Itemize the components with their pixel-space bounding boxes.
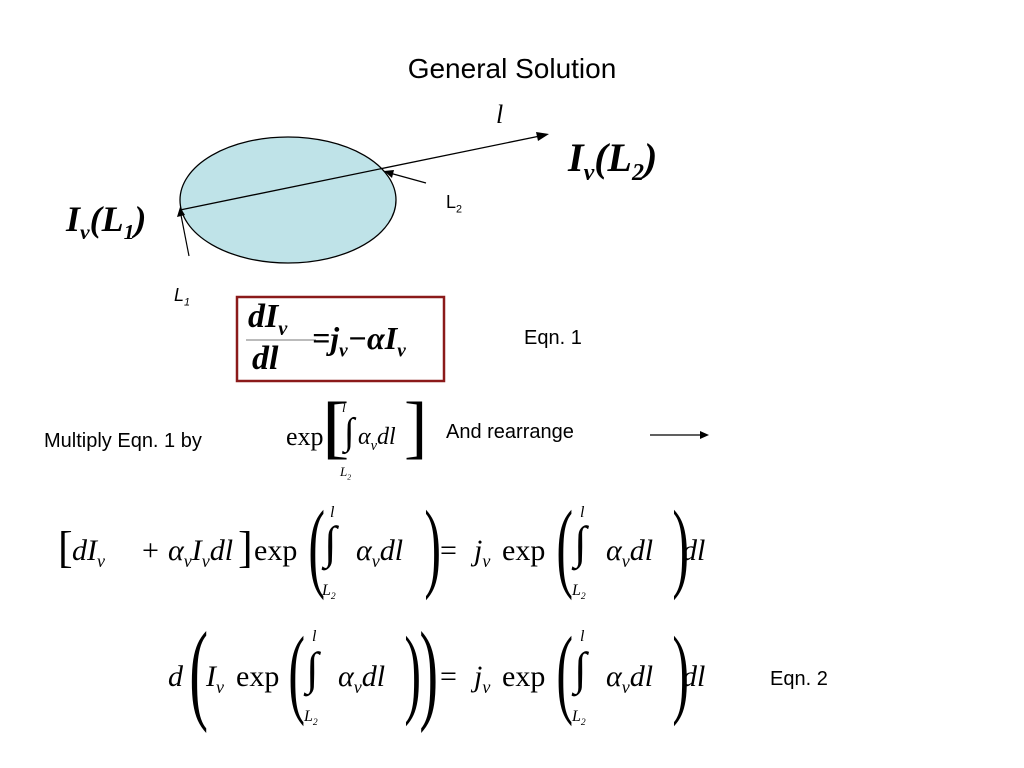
multiply-text: Multiply Eqn. 1 by [44,430,202,452]
L2-label: L2 [446,192,463,216]
eqn1-box [235,295,446,383]
eqn2-label: Eqn. 2 [770,668,828,690]
intensity-L2-label: Iν(L2) [568,135,658,186]
ray-arrowhead [536,132,549,141]
exp-integral-factor: exp [ ] ∫ l L2 ανdl [286,389,428,482]
eqn1-rhs: =jν−αIν [312,320,406,362]
L1-label: L1 [174,285,191,309]
eqn-mid: [ dIν + ανIνdl ] exp ( ∫ l L2 ανdl ) = j… [58,490,706,603]
eqn-mid-dI: dIν [72,534,105,571]
L1-pointer [179,209,190,257]
ray-line [179,135,541,211]
path-label-l: l [496,100,504,129]
eqn1-numerator: dIν [248,298,288,340]
eqn2: d ( Iν exp ( ∫ l L2 ανdl ) ) = jν exp ( … [168,610,706,734]
rearrange-text: And rearrange [446,421,574,443]
eqn1-denominator: dl [252,340,279,377]
slide-title: General Solution [407,53,617,84]
intensity-L1-label: Iν(L1) [66,199,147,245]
medium-ellipse [179,136,397,264]
eqn1-label: Eqn. 1 [524,327,582,349]
